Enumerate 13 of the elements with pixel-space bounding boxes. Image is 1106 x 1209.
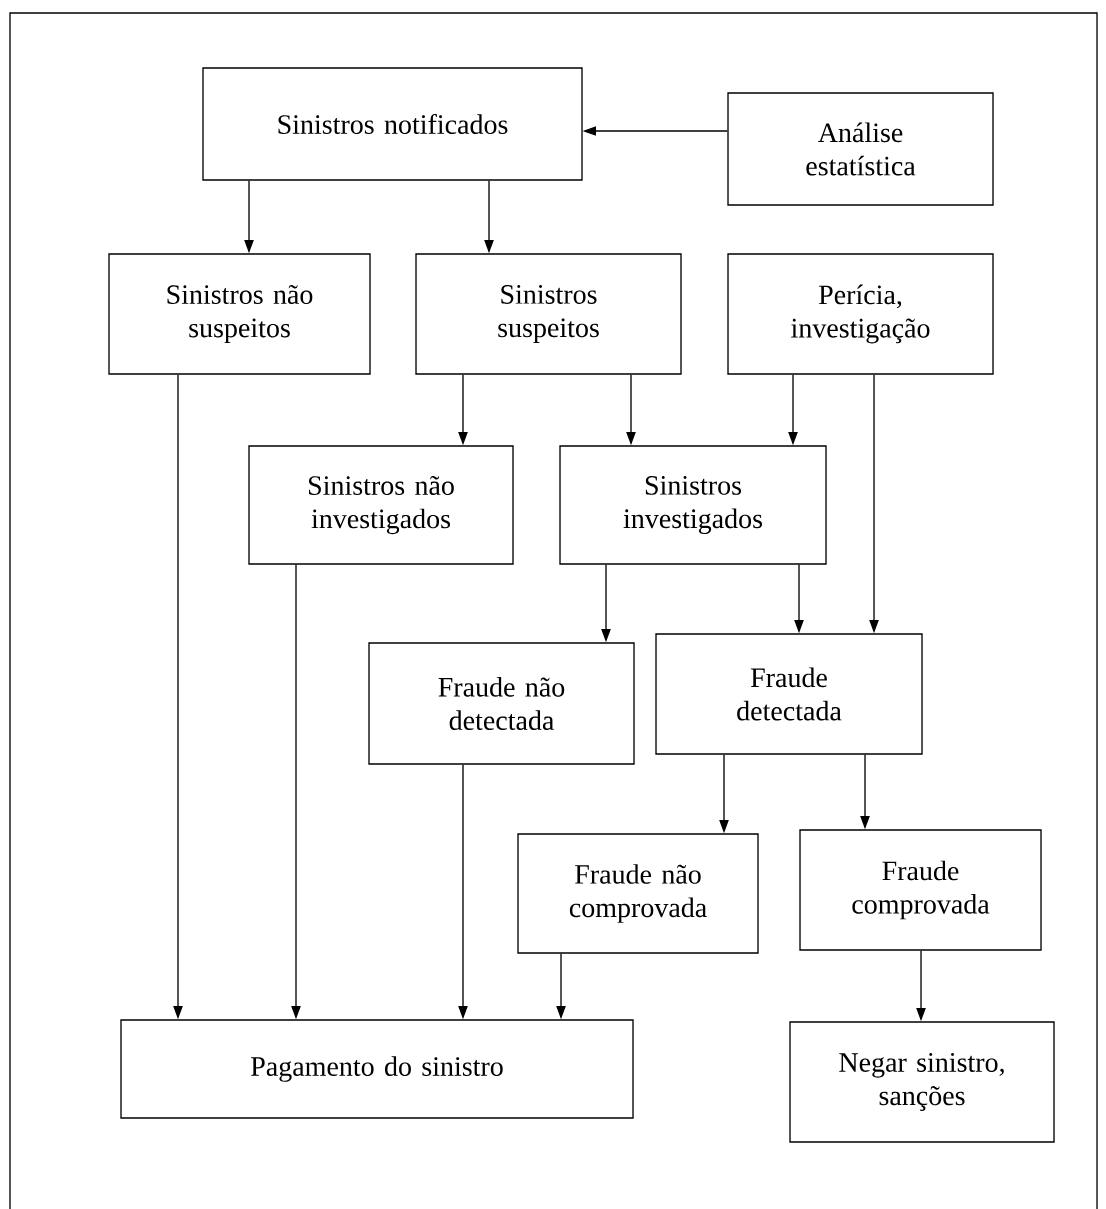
process-box: Sinistros suspeitos <box>415 253 682 375</box>
process-box: Sinistros não suspeitos <box>108 253 371 375</box>
process-box: Análise estatística <box>727 92 994 206</box>
process-box: Pagamento do sinistro <box>120 1019 634 1119</box>
process-box: Negar sinistro, sanções <box>789 1021 1055 1143</box>
process-box: Fraude não comprovada <box>517 833 759 954</box>
process-box: Fraude detectada <box>655 633 923 755</box>
process-box: Perícia, investigação <box>727 253 994 375</box>
process-box: Sinistros investigados <box>559 445 827 565</box>
process-box: Fraude comprovada <box>799 829 1042 951</box>
process-box: Sinistros não investigados <box>248 445 514 565</box>
process-box: Sinistros notificados <box>202 67 583 181</box>
process-box: Fraude não detectada <box>368 642 635 765</box>
